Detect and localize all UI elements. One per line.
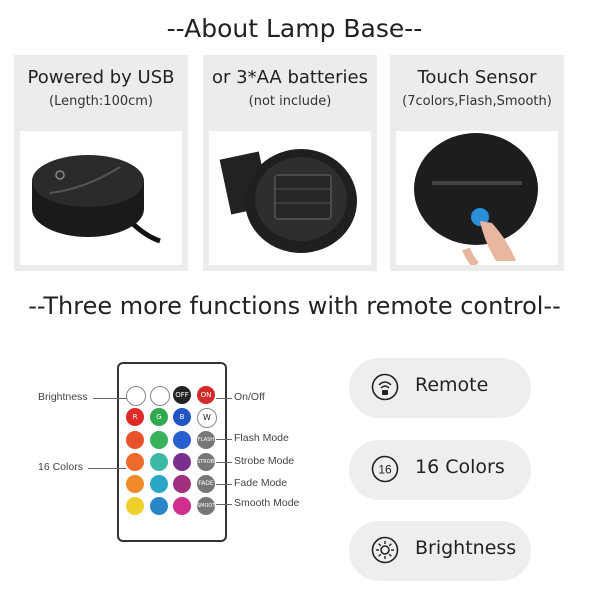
feature-brightness: Brightness (349, 521, 531, 581)
sixteen-colors-label: 16 Colors (38, 461, 83, 473)
lamp-base-battery-photo (209, 131, 371, 265)
battery-card: or 3*AA batteries (not include) (203, 55, 377, 271)
color-button[interactable] (150, 453, 168, 471)
color-button[interactable] (150, 431, 168, 449)
colors-leader-line (88, 468, 126, 469)
color-button[interactable] (173, 453, 191, 471)
flash-leader-line (216, 439, 232, 440)
card-subtitle: (7colors,Flash,Smooth) (402, 94, 552, 109)
three-functions-title: --Three more functions with remote contr… (28, 292, 561, 320)
onoff-leader-line (216, 398, 232, 399)
onoff-label: On/Off (234, 391, 265, 403)
touch-sensor-photo (396, 131, 558, 265)
green-button[interactable]: G (150, 408, 168, 426)
flash-mode-label: Flash Mode (234, 432, 289, 444)
smooth-button[interactable]: SMOOTH (197, 497, 219, 515)
card-title: or 3*AA batteries (212, 67, 368, 88)
color-button[interactable] (126, 453, 144, 471)
card-title: Powered by USB (27, 67, 175, 88)
color-button[interactable] (126, 475, 144, 493)
feature-label: Remote (415, 374, 489, 396)
lamp-base-usb-image (32, 155, 161, 244)
fade-button[interactable]: FADE (197, 475, 215, 493)
card-title: Touch Sensor (417, 67, 537, 88)
color-button[interactable] (173, 497, 191, 515)
flash-button[interactable]: FLASH (197, 431, 215, 449)
feature-label: Brightness (415, 537, 517, 559)
touch-sensor-card: Touch Sensor (7colors,Flash,Smooth) (390, 55, 564, 271)
lamp-base-usb-photo (20, 131, 182, 265)
feature-16-colors: 16 16 Colors (349, 440, 531, 500)
smooth-mode-label: Smooth Mode (234, 497, 300, 509)
badge-number: 16 (378, 463, 392, 477)
usb-power-card: Powered by USB (Length:100cm) (14, 55, 188, 271)
brightness-leader-line (93, 398, 127, 399)
color-button[interactable] (150, 475, 168, 493)
lamp-base-battery-image (219, 149, 357, 253)
about-lamp-base-title: --About Lamp Base-- (166, 14, 423, 43)
color-button[interactable] (173, 475, 191, 493)
sun-icon (371, 536, 399, 564)
color-button[interactable] (150, 497, 168, 515)
brightness-label: Brightness (38, 391, 88, 403)
brightness-down-button[interactable] (126, 386, 146, 406)
color-button[interactable] (126, 431, 144, 449)
fade-mode-label: Fade Mode (234, 477, 288, 489)
card-subtitle: (Length:100cm) (49, 94, 153, 109)
color-button[interactable] (126, 497, 144, 515)
off-button[interactable]: OFF (173, 386, 191, 404)
card-subtitle: (not include) (248, 94, 332, 109)
red-button[interactable]: R (126, 408, 144, 426)
white-button[interactable]: W (197, 408, 217, 428)
touch-sensor-image (414, 133, 538, 265)
feature-label: 16 Colors (415, 456, 505, 478)
fade-leader-line (216, 484, 232, 485)
strobe-button[interactable]: STROBE (197, 453, 217, 471)
smooth-leader-line (216, 504, 232, 505)
color-button[interactable] (173, 431, 191, 449)
feature-remote: Remote (349, 358, 531, 418)
strobe-mode-label: Strobe Mode (234, 455, 295, 467)
strobe-leader-line (216, 462, 232, 463)
sixteen-badge-icon: 16 (371, 455, 399, 483)
brightness-up-button[interactable] (150, 386, 170, 406)
remote-control: OFF ON R G B W FLASH STROBE FADE SMOOTH (117, 362, 227, 542)
on-button[interactable]: ON (197, 386, 215, 404)
blue-button[interactable]: B (173, 408, 191, 426)
remote-wifi-icon (371, 373, 399, 401)
